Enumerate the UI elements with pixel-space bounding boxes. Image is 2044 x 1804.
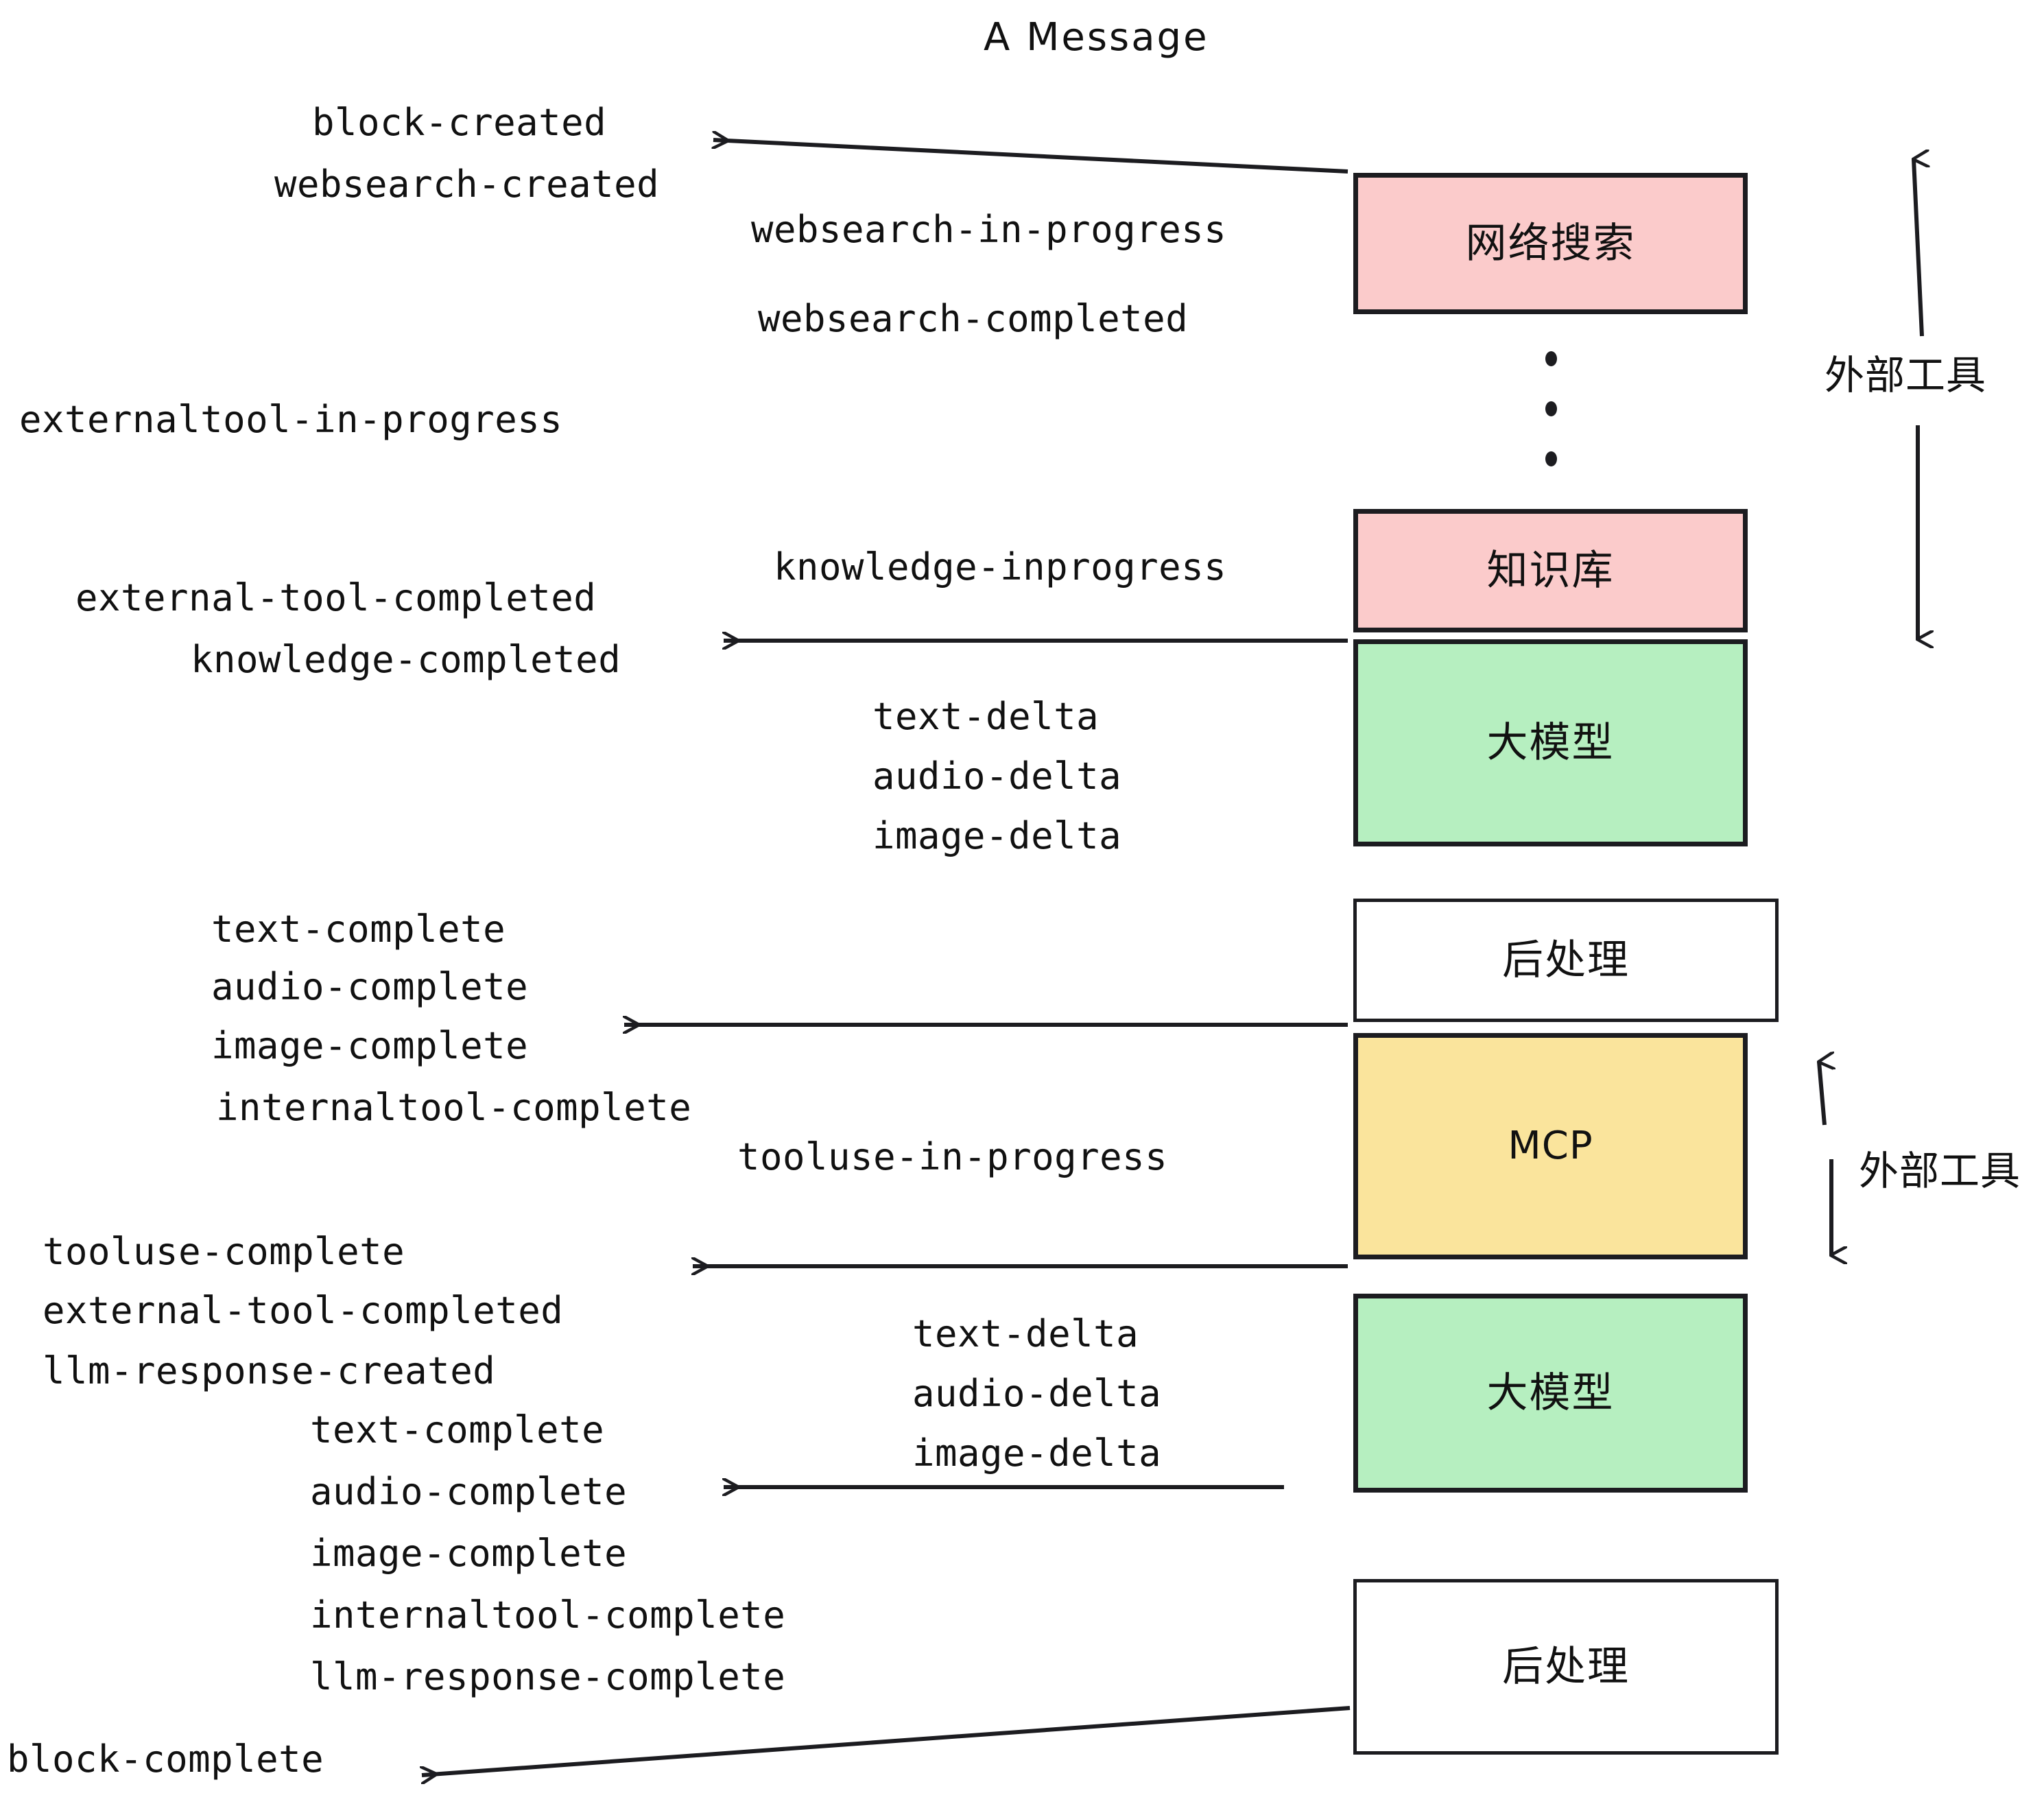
event-knowledge-completed: knowledge-completed: [191, 638, 621, 681]
event-block-complete: block-complete: [7, 1737, 324, 1781]
event-audio-complete-second: audio-complete: [310, 1470, 628, 1513]
event-external-tool-completed-first: external-tool-completed: [75, 576, 597, 619]
node-postprocess-first-label: 后处理: [1502, 936, 1630, 984]
event-block-created: block-created: [312, 101, 607, 144]
event-knowledge-inprogress: knowledge-inprogress: [774, 545, 1227, 589]
event-externaltool-in-progress: externaltool-in-progress: [19, 398, 563, 441]
node-mcp-label: MCP: [1508, 1124, 1593, 1168]
vertical-ellipsis-icon: [1545, 351, 1557, 466]
event-audio-delta-second: audio-delta: [912, 1372, 1162, 1415]
node-llm-second[interactable]: 大模型: [1353, 1294, 1748, 1493]
node-mcp[interactable]: MCP: [1353, 1033, 1748, 1259]
arrow-post2-to-block-complete: [422, 1706, 1351, 1775]
event-websearch-in-progress: websearch-in-progress: [751, 208, 1227, 251]
event-audio-delta-first: audio-delta: [872, 755, 1122, 798]
page-title: A Message: [984, 15, 1209, 60]
node-postprocess-second-label: 后处理: [1502, 1643, 1630, 1691]
event-image-delta-second: image-delta: [912, 1432, 1162, 1475]
arrow-websearch-to-block-created: [713, 140, 1348, 174]
node-llm-first-label: 大模型: [1486, 719, 1615, 767]
node-postprocess-first[interactable]: 后处理: [1353, 899, 1779, 1022]
event-external-tool-completed-second: external-tool-completed: [43, 1289, 564, 1332]
event-text-complete-first: text-complete: [211, 907, 506, 951]
event-websearch-completed: websearch-completed: [758, 297, 1189, 340]
event-tooluse-complete: tooluse-complete: [43, 1230, 405, 1273]
event-audio-complete-first: audio-complete: [211, 965, 529, 1008]
event-text-complete-second: text-complete: [310, 1408, 605, 1451]
event-llm-response-complete: llm-response-complete: [310, 1655, 786, 1698]
event-text-delta-first: text-delta: [872, 695, 1100, 738]
event-image-complete-second: image-complete: [310, 1532, 628, 1575]
node-llm-second-label: 大模型: [1486, 1369, 1615, 1417]
node-llm-first[interactable]: 大模型: [1353, 639, 1748, 846]
node-websearch[interactable]: 网络搜索: [1353, 173, 1748, 314]
event-tooluse-in-progress: tooluse-in-progress: [737, 1135, 1168, 1178]
node-knowledge-base[interactable]: 知识库: [1353, 509, 1748, 632]
event-image-delta-first: image-delta: [872, 814, 1122, 857]
event-text-delta-second: text-delta: [912, 1312, 1139, 1355]
external-tools-range-bottom: [1819, 1062, 1831, 1255]
event-internaltool-complete-first: internaltool-complete: [216, 1086, 692, 1129]
event-llm-response-created: llm-response-created: [43, 1349, 496, 1392]
event-image-complete-first: image-complete: [211, 1024, 529, 1067]
node-postprocess-second[interactable]: 后处理: [1353, 1579, 1779, 1755]
side-label-external-tools-bottom: 外部工具: [1859, 1148, 2021, 1194]
node-knowledge-base-label: 知识库: [1486, 547, 1615, 595]
node-websearch-label: 网络搜索: [1465, 219, 1636, 268]
side-label-external-tools-top: 外部工具: [1825, 352, 1987, 399]
event-internaltool-complete-second: internaltool-complete: [310, 1593, 786, 1637]
event-websearch-created: websearch-created: [274, 163, 660, 206]
